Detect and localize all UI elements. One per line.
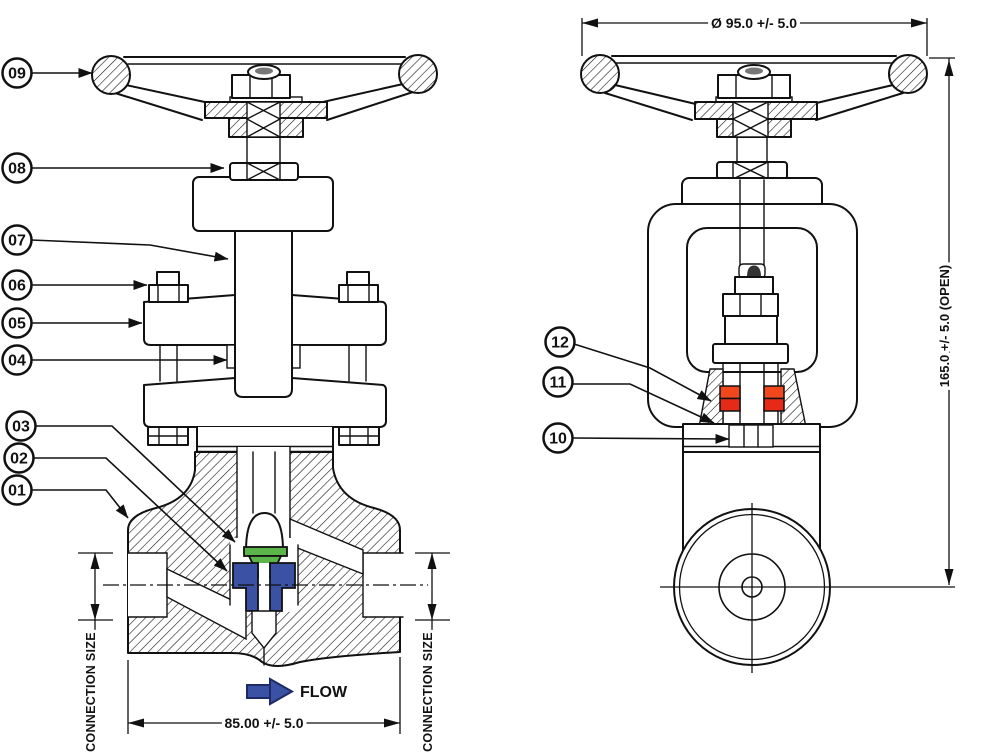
stem-washer: [734, 276, 774, 295]
front-section-view: FLOW 85.00 +/- 5.0 CONNECTION SIZE: [78, 54, 450, 755]
bonnet-block: [192, 176, 334, 232]
handwheel-side: [580, 54, 928, 138]
packing-rings: [719, 385, 785, 412]
nut-dome-shadow: [255, 67, 273, 75]
callout-10: 10: [542, 422, 574, 454]
bolt-upper-right: [338, 271, 379, 303]
connection-size-right-label: CONNECTION SIZE: [421, 632, 435, 752]
packing-nut: [229, 162, 299, 181]
callout-05: 05: [1, 307, 33, 339]
face-to-face-value: 85.00 +/- 5.0: [224, 715, 303, 731]
callout-08: 08: [1, 152, 33, 184]
wheel-diameter-value: Ø 95.0 +/- 5.0: [711, 15, 797, 31]
svg-text:01: 01: [8, 483, 26, 500]
gland-flange: [712, 343, 789, 364]
flow-label: FLOW: [300, 684, 348, 701]
callout-11: 11: [542, 366, 574, 398]
stem-nut: [722, 293, 779, 317]
svg-text:03: 03: [12, 419, 30, 436]
flow-arrow-head: [269, 677, 295, 706]
wheel-diameter-dimension: Ø 95.0 +/- 5.0: [581, 12, 928, 56]
callout-06: 06: [1, 269, 33, 301]
callout-02: 02: [3, 442, 35, 474]
svg-text:09: 09: [8, 66, 26, 83]
leader-lines: [30, 68, 730, 572]
stem-upper: [246, 136, 281, 165]
passage-lower: [166, 567, 247, 641]
wheel-knob-right-side: [888, 54, 928, 94]
svg-text:02: 02: [10, 451, 28, 468]
connection-size-left: CONNECTION SIZE: [78, 552, 113, 755]
callout-12: 12: [544, 326, 576, 358]
stem-tip-side: [747, 265, 761, 277]
stem-tip: [251, 610, 277, 650]
svg-text:10: 10: [549, 431, 567, 448]
passage-upper: [289, 517, 364, 576]
wheel-knob-right: [398, 54, 438, 94]
wheel-knob-left-side: [580, 54, 620, 94]
callout-01: 01: [1, 474, 33, 506]
bolt-upper-left: [148, 271, 189, 303]
svg-text:08: 08: [8, 161, 26, 178]
open-height-value: 165.0 +/- 5.0 (OPEN): [937, 265, 952, 387]
nut-lower-left: [147, 426, 189, 446]
side-view: Ø 95.0 +/- 5.0 165.0 +/- 5.0 (OPEN): [580, 12, 956, 673]
stem-thread-symbol-side: [732, 101, 769, 138]
svg-text:05: 05: [8, 316, 26, 333]
connection-size-left-label: CONNECTION SIZE: [84, 632, 98, 752]
stem-thread-symbol: [246, 101, 281, 138]
callout-03: 03: [5, 410, 37, 442]
packing-nut-side: [716, 161, 788, 180]
callout-balloons: 09 08 07 06 05 04 03 02: [1, 57, 576, 506]
connection-size-right: CONNECTION SIZE: [415, 552, 450, 755]
stem-column: [234, 230, 293, 398]
handwheel-front: [91, 54, 438, 138]
bonnet-flange-side: [682, 423, 821, 453]
gland-follower: [724, 315, 778, 347]
face-to-face-dimension: 85.00 +/- 5.0: [127, 657, 401, 735]
callout-07: 07: [1, 224, 33, 256]
flow-arrow-shaft: [246, 684, 271, 699]
gland-assembly: [698, 179, 807, 449]
disc-nut-dome: [245, 512, 284, 552]
bonnet-nut-tab: [728, 424, 774, 448]
svg-text:04: 04: [8, 353, 26, 370]
callout-09: 09: [1, 57, 33, 89]
svg-text:12: 12: [551, 335, 569, 352]
stem-upper-side: [736, 136, 768, 164]
valve-seat: [232, 562, 296, 612]
flow-indicator: FLOW: [246, 677, 348, 706]
valve-body-section: [103, 446, 428, 667]
callout-04: 04: [1, 344, 33, 376]
open-height-dimension: 165.0 +/- 5.0 (OPEN): [845, 57, 956, 588]
svg-text:07: 07: [8, 233, 26, 250]
wheel-knob-left: [91, 55, 131, 95]
svg-text:11: 11: [550, 375, 567, 392]
body-side: [660, 451, 845, 673]
nut-lower-right: [338, 426, 380, 446]
svg-text:06: 06: [8, 278, 26, 295]
